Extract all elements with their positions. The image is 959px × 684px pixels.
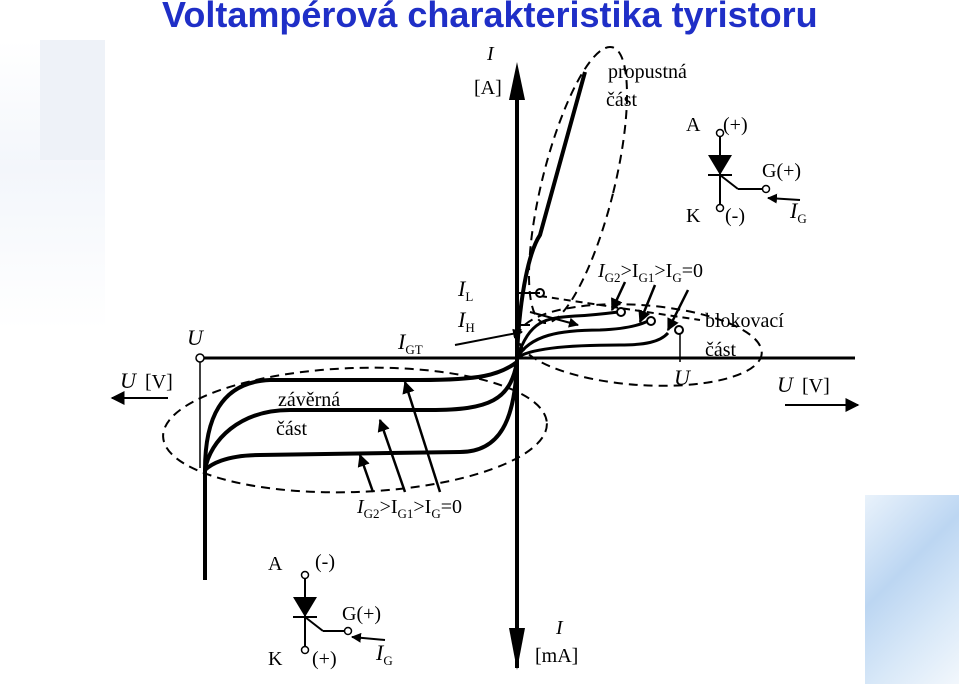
fwd-gate-label: G(+) <box>762 160 801 182</box>
fwd-cathode-sign: (-) <box>725 205 745 227</box>
blocking-region-label-1: blokovací <box>705 310 784 332</box>
reverse-curve-ig0 <box>203 361 519 472</box>
rev-cathode-sign: (+) <box>312 648 337 670</box>
y-axis-bottom-symbol: I <box>555 617 564 639</box>
thyristor-symbol-forward <box>708 128 801 213</box>
reverse-region-label-2: část <box>276 418 308 440</box>
fwd-anode-sign: (+) <box>723 114 748 136</box>
reverse-curve-ig1 <box>203 361 519 471</box>
holding-arrow <box>529 311 579 328</box>
reverse-arrow-3 <box>402 380 442 493</box>
blocking-arrow-3 <box>666 289 690 332</box>
forward-region-label-2: část <box>606 89 638 111</box>
rev-anode-sign: (-) <box>315 551 335 573</box>
blocking-curve-ig0 <box>516 331 670 360</box>
reverse-region-label-1: závěrná <box>278 389 340 411</box>
rev-gate-current-label: IG <box>375 640 393 668</box>
blocking-arrow-2 <box>638 284 657 324</box>
page-title: Voltampérová charakteristika tyristoru <box>162 0 818 35</box>
background-panel-left-accent <box>40 40 105 160</box>
rev-anode-label: A <box>268 553 283 575</box>
thyristor-symbol-reverse <box>293 570 386 655</box>
u-marker-right-label: U <box>674 365 692 390</box>
x-axis-right-unit: [V] <box>802 375 830 397</box>
holding-current-label: IH <box>457 307 475 335</box>
blocking-region-label-2: část <box>705 339 737 361</box>
background-panel-right <box>865 495 959 684</box>
y-axis-arrow-up <box>509 62 525 100</box>
breakover-point-ig0 <box>674 325 684 335</box>
u-marker-left-label: U <box>187 325 205 350</box>
reverse-arrow-1 <box>357 453 375 493</box>
x-axis-left-symbol: U <box>120 368 138 393</box>
y-axis-top-unit: [A] <box>474 77 502 99</box>
rev-gate-label: G(+) <box>342 603 381 625</box>
fwd-anode-label: A <box>686 114 701 136</box>
fwd-cathode-label: K <box>686 205 701 227</box>
blocking-curve-ig2 <box>515 310 619 359</box>
reverse-region-ellipse <box>162 366 548 494</box>
x-axis-right-symbol: U <box>777 372 795 397</box>
gate-trigger-arrow <box>454 328 523 346</box>
gate-relation-label-bottom: IG2>IG1>IG=0 <box>356 496 462 521</box>
breakover-dashed-line <box>539 295 701 321</box>
blocking-arrow-1 <box>610 281 627 312</box>
blocking-curve-ig1 <box>515 319 649 359</box>
latching-current-label: IL <box>457 276 473 304</box>
forward-conduction-curve <box>515 71 587 356</box>
breakover-point-ig2 <box>616 307 626 317</box>
gate-relation-label-top: IG2>IG1>IG=0 <box>597 260 703 285</box>
y-axis-top-symbol: I <box>486 43 495 65</box>
forward-region-label-1: propustná <box>608 61 687 83</box>
gate-trigger-current-label: IGT <box>397 329 423 357</box>
fwd-gate-current-label: IG <box>789 198 807 226</box>
u-marker-left-dot <box>195 353 205 363</box>
breakover-point-ig1 <box>646 316 656 326</box>
reverse-curve-ig2 <box>203 360 519 580</box>
y-axis-bottom-unit: [mA] <box>535 645 578 667</box>
rev-cathode-label: K <box>268 648 283 670</box>
reverse-arrow-2 <box>377 418 407 493</box>
y-axis-arrow-down <box>509 628 525 670</box>
x-axis-left-unit: [V] <box>145 371 173 393</box>
